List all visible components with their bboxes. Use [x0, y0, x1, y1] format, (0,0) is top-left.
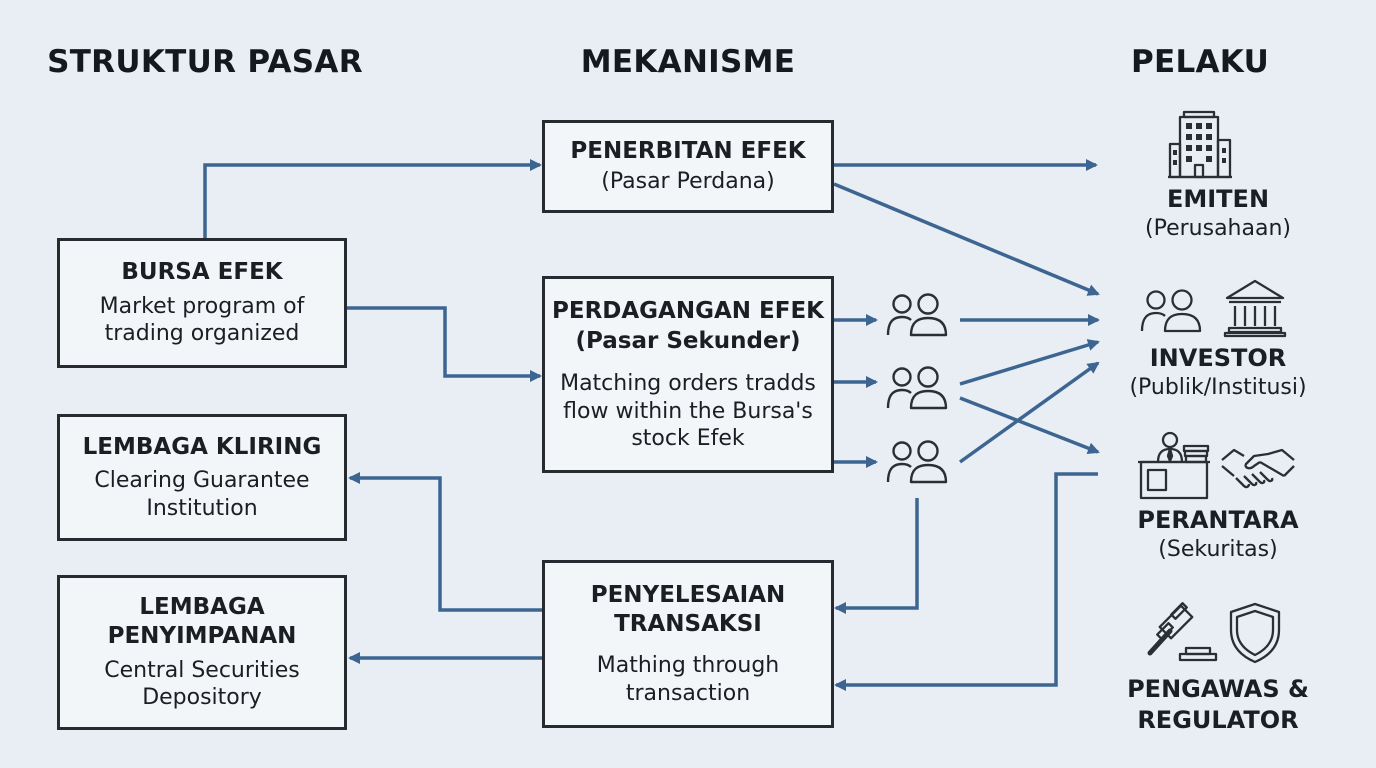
- lembaga-kliring-box: LEMBAGA KLIRING Clearing Guarantee Insti…: [57, 414, 347, 541]
- perdagangan-efek-title: PERDAGANGAN EFEK: [552, 297, 824, 324]
- penyelesaian-transaksi-desc: Mathing through transaction: [596, 653, 780, 706]
- building-icon: [1168, 110, 1232, 179]
- users-icon: [886, 366, 948, 410]
- arrow-group3-to-investor: [958, 361, 1100, 464]
- heading-struktur-pasar: STRUKTUR PASAR: [47, 44, 363, 80]
- penerbitan-efek-sub: (Pasar Perdana): [601, 169, 775, 195]
- penyelesaian-transaksi-box: PENYELESAIAN TRANSAKSI Mathing through t…: [542, 560, 834, 728]
- lembaga-penyimpanan-title: LEMBAGA PENYIMPANAN: [107, 594, 297, 649]
- perdagangan-efek-sub: (Pasar Sekunder): [575, 328, 801, 355]
- actor-emiten: EMITEN (Perusahaan): [1108, 184, 1328, 244]
- actor-investor: INVESTOR (Publik/Institusi): [1098, 343, 1338, 403]
- heading-pelaku: PELAKU: [1130, 44, 1270, 80]
- heading-mekanisme: MEKANISME: [580, 44, 796, 80]
- investor-detail: (Publik/Institusi): [1129, 375, 1307, 401]
- arrow-bursa-to-perdagangan: [347, 306, 542, 382]
- penyelesaian-transaksi-title: PENYELESAIAN TRANSAKSI: [590, 581, 786, 637]
- actor-pengawas: PENGAWAS & REGULATOR: [1118, 674, 1318, 736]
- arrow-bursa-to-penerbitan: [203, 159, 542, 238]
- users-icon: [886, 293, 948, 337]
- bursa-efek-box: BURSA EFEK Market program of trading org…: [57, 238, 347, 368]
- arrow-group3-to-penyelesaian: [834, 498, 919, 614]
- shield-icon: [1229, 602, 1281, 664]
- users-icon: [1140, 289, 1202, 333]
- arrow-penyelesaian-to-kliring: [348, 472, 542, 612]
- lembaga-kliring-title: LEMBAGA KLIRING: [82, 433, 322, 460]
- lembaga-penyimpanan-box: LEMBAGA PENYIMPANAN Central Securities D…: [57, 575, 347, 730]
- emiten-detail: (Perusahaan): [1145, 216, 1291, 242]
- arrow-penerbitan-to-investor: [833, 182, 1100, 296]
- perantara-name: PERANTARA: [1137, 506, 1299, 534]
- arrow-perantara-to-penyelesaian: [834, 472, 1098, 691]
- penerbitan-efek-title: PENERBITAN EFEK: [570, 138, 806, 165]
- lembaga-kliring-desc: Clearing Guarantee Institution: [94, 468, 310, 521]
- investor-name: INVESTOR: [1149, 344, 1287, 372]
- penerbitan-efek-box: PENERBITAN EFEK (Pasar Perdana): [542, 120, 834, 213]
- broker-desk-icon: [1138, 431, 1210, 500]
- emiten-name: EMITEN: [1166, 185, 1270, 213]
- perdagangan-efek-desc: Matching orders tradds flow within the B…: [560, 371, 816, 451]
- arrow-group2-to-perantara: [959, 396, 1100, 454]
- gavel-icon: [1147, 602, 1218, 662]
- bank-icon: [1223, 279, 1287, 338]
- lembaga-penyimpanan-desc: Central Securities Depository: [104, 657, 300, 711]
- arrow-group2-to-investor: [959, 339, 1100, 386]
- perdagangan-efek-box: PERDAGANGAN EFEK (Pasar Sekunder) Matchi…: [542, 276, 834, 473]
- actor-perantara: PERANTARA (Sekuritas): [1108, 505, 1328, 565]
- bursa-efek-desc: Market program of trading organized: [99, 293, 305, 347]
- handshake-icon: [1221, 448, 1295, 489]
- bursa-efek-title: BURSA EFEK: [121, 259, 283, 286]
- perantara-detail: (Sekuritas): [1158, 537, 1278, 563]
- users-icon: [886, 440, 948, 484]
- pengawas-name: PENGAWAS & REGULATOR: [1127, 675, 1309, 735]
